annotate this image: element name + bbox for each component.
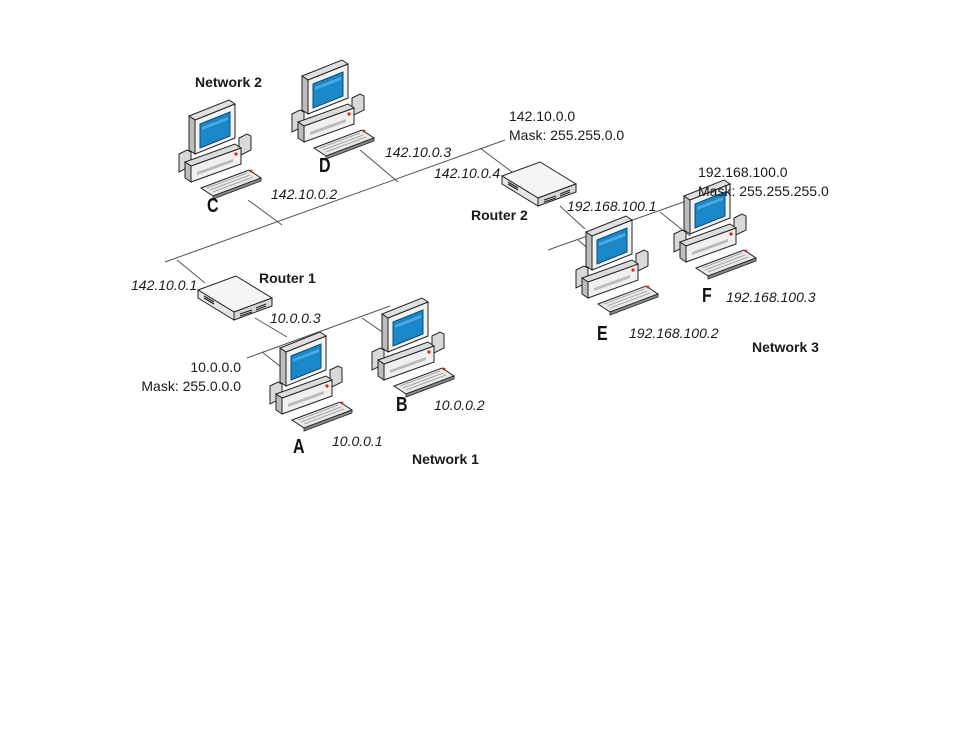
router-2-label: Router 2 [471,207,528,223]
network-1-address: 10.0.0.0 [190,359,241,375]
router-2-ip-net3: 192.168.100.1 [567,198,657,214]
network-2-mask: Mask: 255.255.0.0 [509,127,625,143]
host-b-ip: 10.0.0.2 [434,397,485,413]
router-2-icon [501,161,577,207]
router-2-ip-net2: 142.10.0.4 [434,165,501,181]
host-a-ip: 10.0.0.1 [332,433,383,449]
computer-d-icon [291,59,375,160]
network-2-title: Network 2 [195,74,262,90]
network-1-title: Network 1 [412,451,479,467]
network-3-title: Network 3 [752,339,819,355]
computer-b-icon [371,297,455,398]
router-1-label: Router 1 [259,270,316,286]
host-f-ip: 192.168.100.3 [726,289,816,305]
network-3-mask: Mask: 255.255.255.0 [698,183,829,199]
network-2-bus [164,139,513,284]
network-2-address: 142.10.0.0 [509,108,576,124]
router-1-ip-net2: 142.10.0.1 [131,277,198,293]
host-a-letter: A [293,436,305,458]
host-c-ip: 142.10.0.2 [271,186,338,202]
host-d-ip: 142.10.0.3 [385,144,452,160]
host-e-letter: E [597,323,608,345]
host-e-ip: 192.168.100.2 [629,325,719,341]
network-1-mask: Mask: 255.0.0.0 [141,378,241,394]
computer-c-icon [178,99,262,200]
host-b-letter: B [396,394,408,416]
computer-e-icon [575,215,659,316]
network-3-address: 192.168.100.0 [698,164,788,180]
router-1-ip-net1: 10.0.0.3 [270,310,321,326]
host-f-letter: F [702,285,712,307]
host-c-letter: C [207,195,219,217]
computer-a-icon [269,331,353,432]
host-d-letter: D [319,155,331,177]
